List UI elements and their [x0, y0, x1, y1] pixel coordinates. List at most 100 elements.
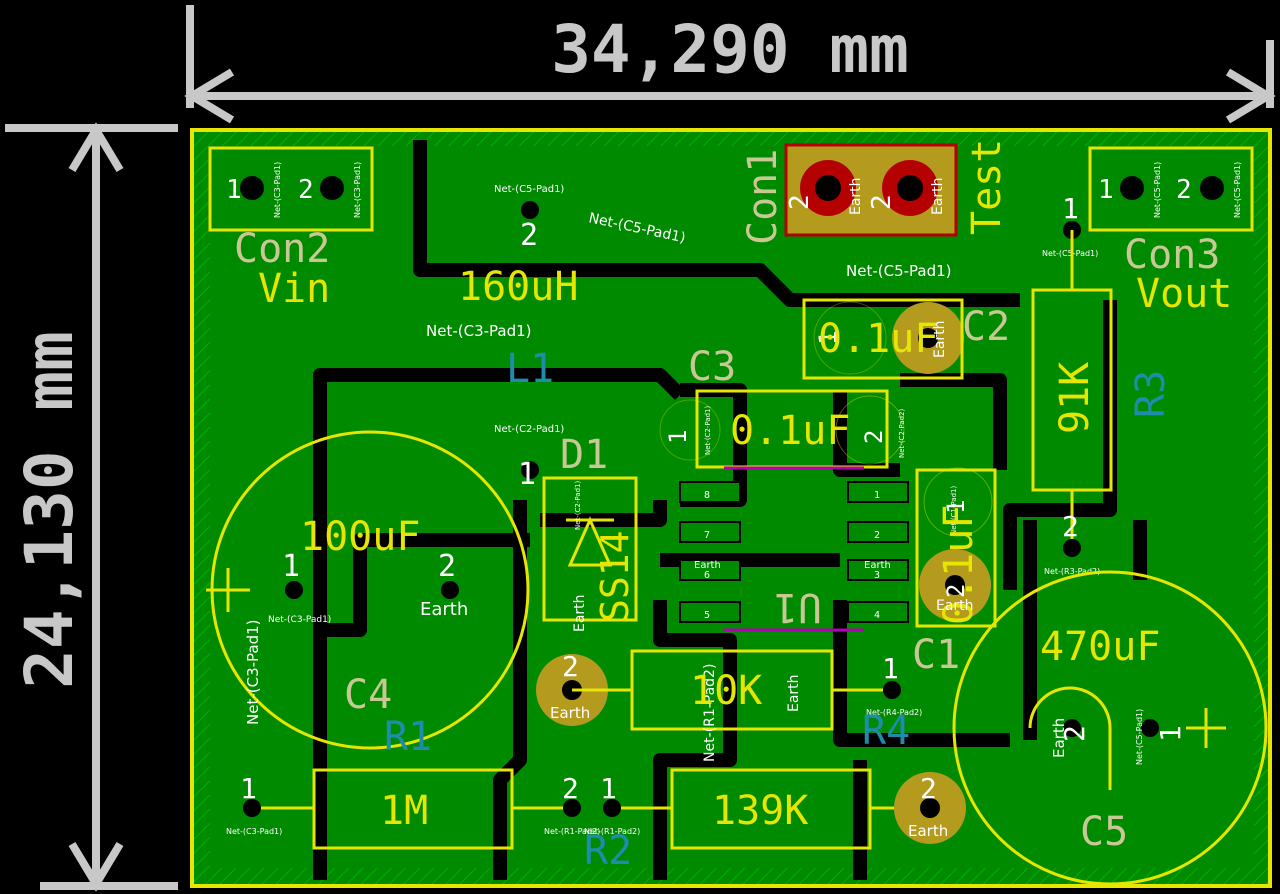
c1-capacitor: 1 Net-(C1-Pad1) 0.1uF 2 Earth C1	[912, 467, 997, 678]
c1-net1: Net-(C1-Pad1)	[950, 485, 958, 535]
con3-connector: 1 2 Net-(C5-Pad1) Net-(C5-Pad1) Con3 Vou…	[1088, 146, 1254, 317]
u1-pin-7: 7	[704, 530, 710, 541]
l1-net-top: Net-(C5-Pad1)	[494, 184, 564, 195]
l1-pad2: 2	[520, 218, 538, 253]
u1-pin-4: 4	[874, 610, 880, 621]
c4-ref: C4	[344, 672, 392, 718]
c5-net1: Net-(C5-Pad1)	[1135, 709, 1144, 765]
con1-ref: Con1	[740, 149, 786, 245]
con2-value: Vin	[258, 266, 330, 312]
c3-net2: Net-(C2-Pad2)	[898, 408, 906, 458]
c1-net2: Earth	[936, 598, 974, 614]
r2-resistor: 1 Net-(R1-Pad2) 139K 2 Earth R2	[584, 768, 966, 874]
d1-value: SS14	[593, 530, 637, 622]
con1-pad1: 2	[867, 194, 897, 210]
r1-net2: Net-(R1-Pad2)	[544, 827, 600, 836]
c2-net-above: Net-(C5-Pad1)	[846, 262, 952, 280]
con3-net1: Net-(C5-Pad1)	[1153, 162, 1162, 218]
con3-value: Vout	[1136, 271, 1232, 317]
r4-net2: Earth	[550, 704, 590, 722]
l1-value: 160uH	[458, 264, 578, 310]
c1-pad2: 2	[942, 584, 970, 598]
r2-net1: Net-(R1-Pad2)	[584, 827, 640, 836]
u1-pin-earth-right: Earth	[864, 560, 891, 571]
con2-net2: Net-(C3-Pad1)	[353, 162, 362, 218]
con2-pad1: 1	[226, 175, 242, 205]
con1-connector: 2 2 Earth Earth Con1 Test	[740, 139, 1010, 245]
con3-net2: Net-(C5-Pad1)	[1233, 162, 1242, 218]
c4-net-side: Net-(C3-Pad1)	[244, 619, 262, 725]
con2-connector: 1 2 Net-(C3-Pad1) Net-(C3-Pad1) Con2 Vin	[208, 146, 374, 312]
r1-ref: R1	[384, 714, 432, 760]
c4-pad1: 1	[282, 549, 300, 584]
r3-resistor: 1 Net-(C5-Pad1) 91K 2 Net-(R3-Pad2) R3	[1031, 192, 1174, 576]
u1-pin-6: 6	[704, 570, 710, 581]
l1-pad1: 1	[518, 457, 536, 492]
r2-net2: Earth	[908, 822, 948, 840]
con3-pad1: 1	[1098, 175, 1114, 205]
d1-net-bottom: Earth	[572, 594, 588, 632]
c3-ref: C3	[688, 344, 736, 390]
height-dimension	[5, 122, 178, 892]
u1-pin-5: 5	[704, 610, 710, 621]
con2-net1: Net-(C3-Pad1)	[273, 162, 282, 218]
c2-ref: C2	[962, 304, 1010, 350]
c5-pad2: 2	[1058, 725, 1091, 742]
c1-ref: C1	[912, 632, 960, 678]
u1-pin-3: 3	[874, 570, 880, 581]
c2-value: 0.1uF	[818, 316, 938, 362]
c2-pad1: 1	[814, 331, 842, 345]
c2-net2: Earth	[932, 320, 948, 358]
r4-net1: Net-(R4-Pad2)	[866, 708, 922, 717]
con3-ref: Con3	[1124, 232, 1220, 278]
d1-diode: D1 SS14 Net-(C2-Pad1) Earth	[542, 432, 638, 632]
r2-pad1: 1	[600, 772, 617, 805]
r4-resistor: 2 Earth Net-(R1-Pad2) 10K Earth 1 Net-(R…	[536, 649, 922, 762]
r1-resistor: R1 1 Net-(C3-Pad1) 1M 2 Net-(R1-Pad2)	[226, 714, 600, 850]
d1-ref: D1	[560, 432, 608, 478]
con1-value: Test	[964, 139, 1010, 235]
c4-pad2: 2	[438, 549, 456, 584]
u1-ref: U1	[774, 584, 822, 630]
u1-ic: 8 7 Earth 6 5 1 2 Earth 3 4 U1	[679, 466, 909, 632]
r3-net2: Net-(R3-Pad2)	[1044, 567, 1100, 576]
c3-net1: Net-(C2-Pad1)	[704, 405, 712, 455]
c1-pad1: 1	[942, 500, 970, 514]
r1-pad1: 1	[240, 772, 257, 805]
d1-net-top: Net-(C2-Pad1)	[574, 480, 582, 530]
c1-value: 0.1uF	[936, 505, 982, 625]
r4-ref: R4	[862, 708, 910, 754]
r2-value: 139K	[712, 788, 808, 834]
c4-net2: Earth	[420, 599, 468, 620]
r3-pad2: 2	[1062, 510, 1079, 543]
r3-value: 91K	[1052, 362, 1098, 434]
height-dimension-label: 24,130 mm	[11, 331, 88, 689]
c5-pad1: 1	[1154, 725, 1187, 742]
width-dimension-label: 34,290 mm	[551, 11, 909, 88]
con3-pad2: 2	[1176, 175, 1192, 205]
r4-pad2: 2	[562, 650, 579, 683]
l1-inductor: Net-(C5-Pad1) 2 Net-(C5-Pad1) 160uH Net-…	[426, 184, 687, 492]
u1-pin-earth-left: Earth	[694, 560, 721, 571]
r4-value: 10K	[690, 668, 762, 714]
r1-value: 1M	[380, 788, 428, 834]
c3-pad1: 1	[664, 430, 692, 444]
u1-pin-1: 1	[874, 490, 880, 501]
u1-pin-8: 8	[704, 490, 710, 501]
r3-net1: Net-(C5-Pad1)	[1042, 249, 1098, 258]
con2-ref: Con2	[234, 226, 330, 272]
c5-ref: C5	[1080, 809, 1128, 855]
r2-ref: R2	[584, 828, 632, 874]
r4-net-vert: Net-(R1-Pad2)	[702, 664, 718, 762]
c4-net1: Net-(C3-Pad1)	[268, 615, 331, 625]
con2-pad2: 2	[298, 175, 314, 205]
r1-net1: Net-(C3-Pad1)	[226, 827, 282, 836]
con1-pad2: 2	[785, 194, 815, 210]
c3-value: 0.1uF	[730, 408, 850, 454]
width-dimension	[184, 5, 1276, 124]
r1-pad2: 2	[562, 772, 579, 805]
c2-capacitor: Net-(C5-Pad1) 1 Earth 0.1uF C2	[802, 262, 1010, 380]
c5-value: 470uF	[1040, 624, 1160, 670]
c4-value: 100uF	[300, 514, 420, 560]
